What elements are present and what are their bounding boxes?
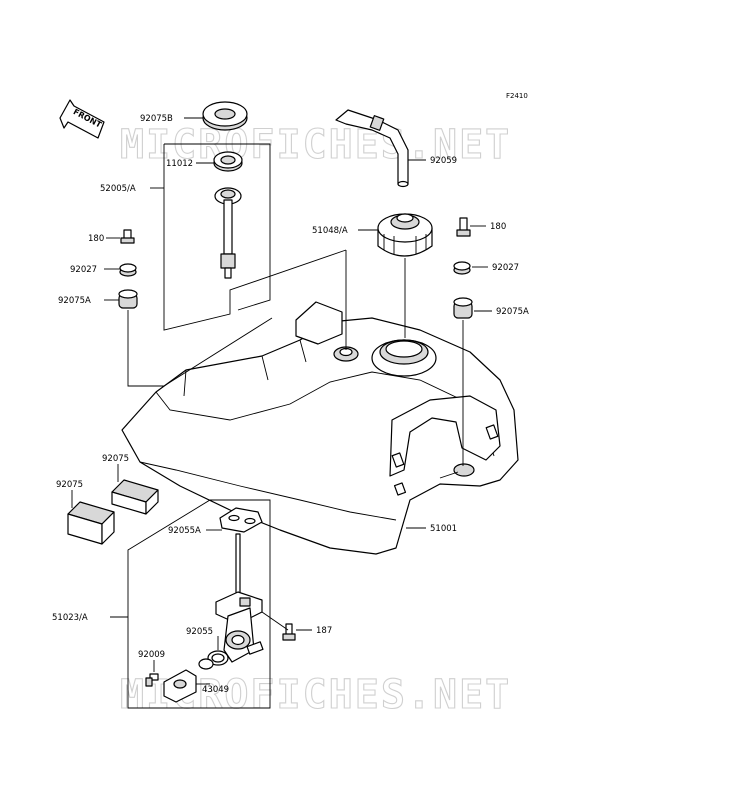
part-180-bolt-right <box>456 217 471 237</box>
part-fuel-cock-valve <box>215 533 264 663</box>
assembly-box-52005A <box>163 143 347 331</box>
callout-52005A: 52005/A <box>100 184 136 194</box>
part-43049-plate <box>163 669 197 703</box>
part-92075A-grommet-left <box>118 289 138 309</box>
part-92059-breather-hose <box>335 109 409 188</box>
part-92075-tube-right <box>111 479 159 515</box>
part-92055-o-ring <box>198 650 229 670</box>
callout-92075A-right: 92075A <box>496 307 529 317</box>
callout-51001: 51001 <box>430 524 457 534</box>
part-92055A-gasket <box>219 507 263 533</box>
callout-92075A-left: 92075A <box>58 296 91 306</box>
callout-92055: 92055 <box>186 627 213 637</box>
callout-92009: 92009 <box>138 650 165 660</box>
part-92075-tube-left <box>67 501 115 545</box>
part-92027-collar-right <box>453 261 471 275</box>
part-11012-seal <box>213 151 243 172</box>
callout-43049: 43049 <box>202 685 229 695</box>
fuel-tank-51001 <box>121 301 519 555</box>
front-direction-arrow: FRONT <box>59 99 105 139</box>
part-92027-collar-left <box>119 263 137 277</box>
part-92075A-grommet-right <box>453 297 473 319</box>
callout-92059: 92059 <box>430 156 457 166</box>
callout-11012: 11012 <box>166 159 193 169</box>
part-52005A-fuel-gauge <box>214 187 242 279</box>
callout-92075-a: 92075 <box>102 454 129 464</box>
callout-180-right: 180 <box>490 222 506 232</box>
assembly-box-51023A <box>127 499 271 709</box>
callout-92055A: 92055A <box>168 526 201 536</box>
callout-51023A: 51023/A <box>52 613 88 623</box>
callout-92027-right: 92027 <box>492 263 519 273</box>
callout-51048A: 51048/A <box>312 226 348 236</box>
part-51048A-fuel-cap <box>377 213 433 257</box>
part-180-bolt-left <box>120 229 135 244</box>
part-92075B-grommet <box>202 101 248 131</box>
callout-180-left: 180 <box>88 234 104 244</box>
diagram-code: F2410 <box>506 92 528 100</box>
part-187-screw <box>282 623 296 641</box>
watermark-top: MICROFICHES.NET <box>120 122 511 168</box>
part-92009-screw <box>145 673 159 687</box>
callout-92027-left: 92027 <box>70 265 97 275</box>
callout-92075-b: 92075 <box>56 480 83 490</box>
callout-187: 187 <box>316 626 332 636</box>
callout-92075B: 92075B <box>140 114 173 124</box>
